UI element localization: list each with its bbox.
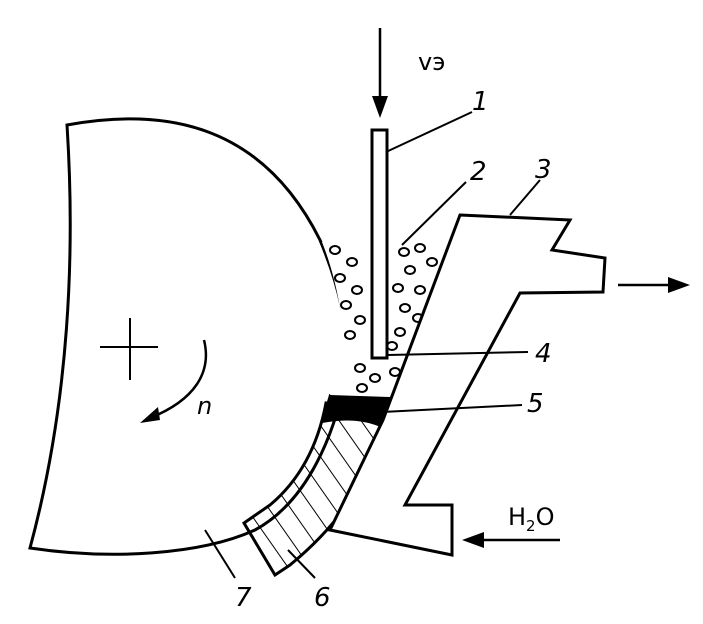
flux-granule [356, 383, 368, 393]
callout-cooling-shoe: 3 [535, 155, 552, 185]
flux-granule [354, 363, 366, 373]
inflow-arrow-icon [462, 532, 560, 548]
flux-granule [398, 247, 410, 257]
slag-pool [330, 350, 412, 397]
flux-granule [399, 303, 411, 313]
flux-granule [346, 257, 358, 267]
flux-granule [414, 243, 426, 253]
flux-granule [404, 265, 416, 275]
callout-flux: 2 [470, 157, 487, 187]
callout-metal-pool: 5 [527, 389, 544, 419]
center-cross-icon [100, 318, 158, 380]
outflow-arrow-icon [618, 277, 690, 293]
rotation-label: n [197, 392, 212, 420]
flux-granule [426, 257, 438, 267]
flux-granule [340, 300, 352, 310]
flux-granule [394, 327, 406, 337]
leader-lines [204, 111, 541, 579]
flux-granule [392, 283, 404, 293]
flux-granule [414, 285, 426, 295]
callout-electrode: 1 [472, 87, 489, 117]
callout-deposited-metal: 6 [314, 583, 331, 613]
flux-granule [354, 315, 366, 325]
flux-granule [351, 285, 363, 295]
water-label: H2O [508, 503, 554, 535]
callout-part: 7 [235, 583, 252, 613]
flux-granule [369, 373, 381, 383]
rotation-arrow-icon [140, 339, 208, 423]
electrode [370, 128, 389, 360]
velocity-label: vэ [418, 48, 445, 76]
cooling-shoe [327, 213, 607, 557]
flux-granule [344, 330, 356, 340]
flux-granules [329, 243, 438, 393]
feed-arrow-icon [372, 28, 388, 118]
flux-granule [329, 245, 341, 255]
flux-granule [334, 273, 346, 283]
callout-slag-pool: 4 [535, 339, 552, 369]
